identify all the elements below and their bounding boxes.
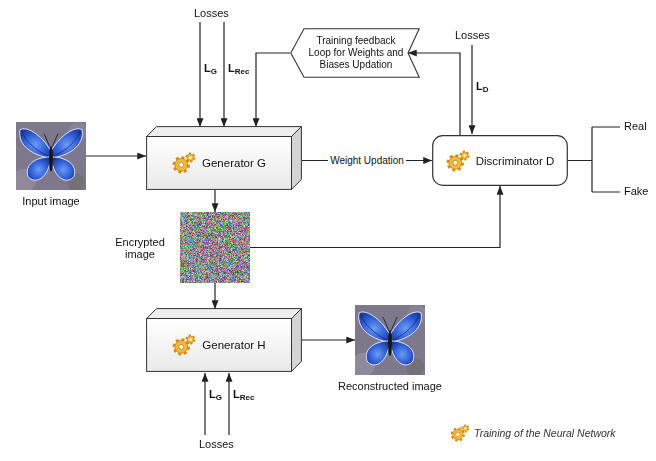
connector-arrow <box>86 155 146 156</box>
box-face: Generator G <box>146 136 292 190</box>
image-caption: Input image <box>22 195 79 207</box>
edge-label: Weight Updation <box>328 155 406 166</box>
image-caption: Reconstructed image <box>338 380 442 392</box>
output-bracket <box>568 127 620 192</box>
gear-icon <box>172 334 196 356</box>
shape-label: Training feedback Loop for Weights and B… <box>306 35 406 71</box>
loss-symbol: LG <box>204 62 217 76</box>
box-text-group: Generator G <box>202 157 266 169</box>
loss-symbol: LRec <box>233 388 254 402</box>
butterfly-picture <box>351 305 427 377</box>
image-frame <box>16 122 86 190</box>
noise-picture <box>180 212 250 283</box>
feedback-shape: Training feedback Loop for Weights and B… <box>290 28 420 78</box>
gear-icon <box>450 424 470 442</box>
connector-arrow <box>408 53 460 135</box>
discriminator-box: Discriminator D <box>432 135 568 186</box>
connector-arrow <box>214 190 215 212</box>
box-face: Discriminator D <box>432 135 568 186</box>
legend-text: Training of the Neural Network <box>474 427 616 439</box>
gear-icon <box>172 152 196 174</box>
loss-arrow <box>204 373 205 435</box>
loss-arrow <box>471 45 472 134</box>
connector-arrow <box>250 186 500 248</box>
loss-arrow <box>223 22 224 127</box>
connector-arrow <box>302 339 355 340</box>
image-caption: Encrypted image <box>108 236 172 260</box>
output-label: Real <box>624 120 647 132</box>
loss-symbol: LG <box>209 388 222 402</box>
generator-box: Generator G <box>146 126 302 190</box>
butterfly-picture <box>12 122 88 192</box>
image-frame <box>180 212 250 283</box>
input-image: Input image <box>16 122 86 190</box>
connector-arrow <box>256 53 290 127</box>
loss-symbol: LD <box>476 80 489 94</box>
box-face: Generator H <box>146 318 292 372</box>
output-label: Fake <box>624 185 648 197</box>
legend-row: Training of the Neural Network <box>450 424 616 442</box>
connector-arrow <box>214 283 215 309</box>
gear-icon <box>446 150 470 172</box>
loss-title: Losses <box>199 438 234 450</box>
loss-title: Losses <box>194 7 229 19</box>
box-text-group: Generator H <box>202 339 265 351</box>
encrypted-image: Encrypted image <box>180 212 250 283</box>
generator-box: Generator H <box>146 308 302 372</box>
box-label: Generator H <box>202 339 265 351</box>
box-label: Discriminator D <box>476 155 555 167</box>
loss-title: Losses <box>455 29 490 41</box>
loss-arrow <box>199 22 200 127</box>
loss-arrow <box>228 373 229 435</box>
box-text-group: Discriminator D <box>476 155 555 167</box>
reconstructed-image: Reconstructed image <box>355 305 425 375</box>
shape-text-area: Training feedback Loop for Weights and B… <box>306 28 406 78</box>
box-label: Generator G <box>202 157 266 169</box>
loss-symbol: LRec <box>228 62 249 76</box>
image-frame <box>355 305 425 375</box>
